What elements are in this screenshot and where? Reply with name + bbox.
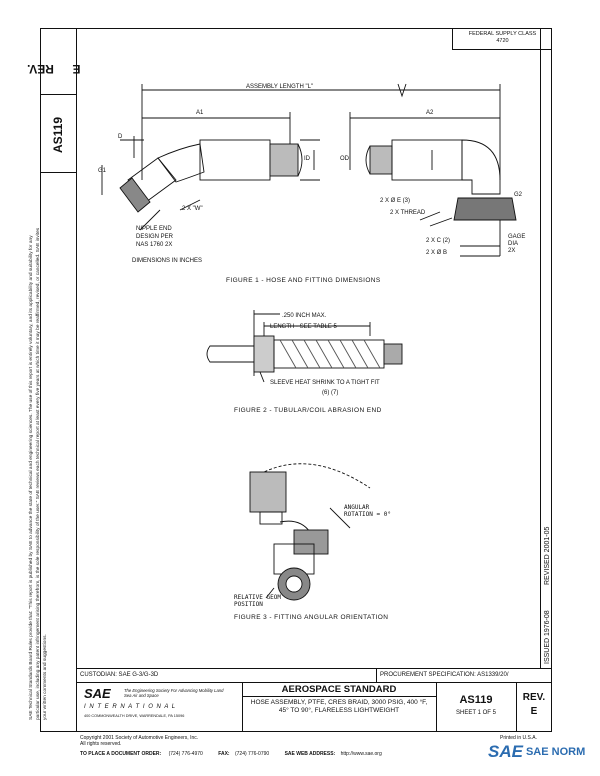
- fig1-nipple-end: NIPPLE END: [136, 226, 172, 232]
- titleblock-line-2: [76, 682, 552, 684]
- fig1-note-2x-b: 2 X Ø B: [426, 250, 448, 256]
- footer-web-label: SAE WEB ADDRESS:: [284, 751, 336, 757]
- footer-fax-label: FAX:: [218, 751, 230, 757]
- footer-order-phone: (724) 776-4970: [168, 751, 203, 757]
- fig2-max-len: .250 INCH MAX.: [282, 313, 327, 319]
- titleblock-rev-label: REV.: [522, 692, 546, 703]
- fig1-g1: G1: [98, 168, 107, 174]
- figure2-drawing: [206, 310, 403, 383]
- fig1-note-thread: 2 X THREAD: [390, 210, 426, 216]
- fig1-nas: NAS 1760 2X: [136, 242, 173, 248]
- fig1-a2: A2: [426, 110, 434, 116]
- watermark-logo: SAE: [488, 742, 523, 761]
- fig1-d: D: [118, 134, 123, 140]
- titleblock-vdiv-2: [436, 682, 438, 732]
- footer-printed: Printed in U.S.A.: [500, 735, 537, 741]
- federal-supply-class-box: FEDERAL SUPPLY CLASS 4720: [452, 28, 552, 50]
- footer-copyright: Copyright 2001 Society of Automotive Eng…: [80, 735, 199, 741]
- fsc-value: 4720: [496, 38, 509, 44]
- procurement-spec: PROCUREMENT SPECIFICATION: AS1339/20/: [380, 672, 509, 678]
- footer-fax-value: (724) 776-0790: [234, 751, 270, 757]
- titleblock-title-underline: [242, 696, 436, 698]
- sae-tagline: The Engineering Society For Advancing Mo…: [124, 688, 224, 698]
- fig1-assembly-length: ASSEMBLY LENGTH "L": [246, 84, 314, 90]
- footer-order-label: TO PLACE A DOCUMENT ORDER:: [80, 751, 162, 757]
- fig1-note-2x-c: 2 X C (2): [426, 238, 451, 244]
- left-column-divider: [76, 28, 78, 732]
- figure2-caption: FIGURE 2 - TUBULAR/COIL ABRASION END: [234, 407, 382, 414]
- footer-order-line: TO PLACE A DOCUMENT ORDER: (724) 776-497…: [80, 751, 382, 757]
- sae-logo: SAE: [84, 686, 111, 701]
- fig2-length-note: LENGTH - SEE TABLE 5: [270, 324, 337, 330]
- sidebar-divider-1: [40, 94, 76, 96]
- fig1-a1: A1: [196, 110, 204, 116]
- fig1-g2: G2: [514, 192, 523, 198]
- custodian: CUSTODIAN: SAE G-3/G-3D: [80, 672, 159, 678]
- titleblock-top-line: [76, 668, 552, 670]
- fig1-note-2x-e: 2 X Ø E (3): [380, 198, 411, 204]
- figure1-caption: FIGURE 1 - HOSE AND FITTING DIMENSIONS: [226, 277, 381, 284]
- figure3-drawing: [249, 463, 371, 601]
- sae-international: I N T E R N A T I O N A L: [84, 704, 177, 710]
- titleblock-rev-value: E: [530, 706, 538, 717]
- fig1-note-2x-w: 2 X "W": [182, 206, 203, 212]
- sidebar-doc-number-box: AS119: [40, 110, 76, 160]
- sae-logo-block: SAE The Engineering Society For Advancin…: [84, 686, 234, 728]
- titleblock-vdiv-1: [242, 682, 244, 732]
- fig1-id: ID: [304, 156, 310, 162]
- sae-address: 400 COMMONWEALTH DRIVE, WARRENDALE, PA 1…: [84, 714, 185, 718]
- sidebar-doc-number: AS119: [51, 116, 65, 154]
- fig2-sleeve-sub: (6) (7): [322, 390, 339, 396]
- fig3-angular-rotation: ANGULAR ROTATION = 0°: [344, 504, 391, 518]
- standard-description: HOSE ASSEMBLY, PTFE, CRES BRAID, 3000 PS…: [250, 699, 428, 714]
- issued-date: ISSUED 1976-08: [544, 610, 551, 664]
- watermark-text: SAE NORM: [525, 746, 586, 758]
- fig1-od: OD: [340, 156, 349, 162]
- figure1-drawing: [101, 83, 517, 257]
- fsc-label: FEDERAL SUPPLY CLASS: [468, 31, 537, 37]
- figure3-caption: FIGURE 3 - FITTING ANGULAR ORIENTATION: [234, 614, 389, 621]
- titleblock-vdiv-top: [376, 668, 378, 682]
- fig1-dims-in-inches: DIMENSIONS IN INCHES: [132, 258, 203, 264]
- sidebar-rev-label: REV.: [26, 62, 54, 76]
- standard-title: AEROSPACE STANDARD: [281, 684, 397, 695]
- fig1-design-per: DESIGN PER: [136, 234, 174, 240]
- titleblock-vdiv-3: [516, 682, 518, 732]
- fig3-relative-position: RELATIVE GEOM POSITION: [234, 594, 281, 608]
- legal-notice: SAE Technical Standards Board Rules prov…: [29, 227, 48, 720]
- sidebar-divider-2: [40, 172, 76, 174]
- titleblock-doc-number: AS119: [459, 694, 493, 706]
- footer-web-link[interactable]: http://www.sae.org: [340, 751, 382, 757]
- right-margin-divider: [540, 28, 542, 668]
- sae-norm-watermark: SAE SAE NORM: [488, 742, 585, 762]
- fig1-gage-dia: GAGE DIA 2X: [508, 234, 526, 254]
- fig2-sleeve-note: SLEEVE HEAT SHRINK TO A TIGHT FIT: [270, 380, 380, 386]
- drawing-frame: [40, 28, 552, 732]
- footer-rights: All rights reserved.: [80, 741, 122, 747]
- titleblock-sheet: SHEET 1 OF 5: [456, 710, 496, 716]
- sidebar-rev: REV. E: [27, 44, 80, 94]
- revised-date: REVISED 2001-05: [544, 526, 551, 585]
